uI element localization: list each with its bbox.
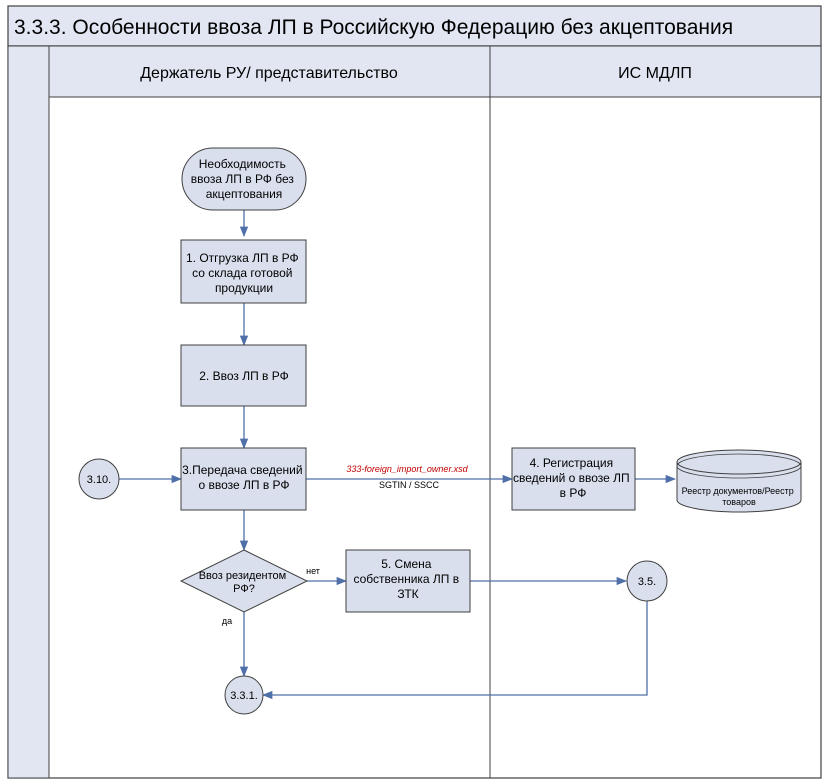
- pool-side-band: [7, 45, 50, 779]
- step4-line-2: сведений о ввозе ЛП: [513, 471, 630, 485]
- decision-diamond: [179, 549, 309, 613]
- lane-title-right: ИС МДЛП: [618, 65, 692, 82]
- step1-text: 1. Отгрузка ЛП в РФ со склада готовой пр…: [186, 251, 302, 295]
- ref-3-10-circle: [78, 458, 120, 500]
- step1-line-2: со склада готовой: [192, 266, 292, 280]
- step5-line-1: 5. Смена: [381, 557, 432, 571]
- step5-box: [345, 549, 471, 613]
- edge-ref35-ref331: [261, 601, 648, 700]
- decision-line-1: Ввоз резидентом: [199, 570, 287, 582]
- step3-line-1: 3.Передача сведений: [182, 463, 302, 477]
- decision-no-label: нет: [306, 566, 320, 576]
- start-line-1: Необходимость: [199, 157, 286, 171]
- step1-box: [180, 239, 307, 304]
- step4-line-3: в РФ: [560, 486, 587, 500]
- start-node-text: Необходимость ввоза ЛП в РФ без акцептов…: [191, 157, 298, 201]
- step1-line-1: 1. Отгрузка ЛП в РФ: [186, 251, 299, 265]
- ref-3-5-label: 3.5.: [638, 576, 656, 588]
- start-line-3: акцептования: [206, 187, 283, 201]
- pool-outline: [7, 45, 822, 779]
- step3-text: 3.Передача сведений о ввозе ЛП в РФ: [182, 463, 306, 492]
- ref-3-3-1-circle: [224, 675, 264, 715]
- step5-line-2: собственника ЛП в: [354, 572, 460, 586]
- lane-title-left: Держатель РУ/ представительство: [140, 65, 398, 82]
- step1-line-3: продукции: [215, 281, 273, 295]
- decision-yes-label: да: [222, 616, 232, 626]
- step5-text: 5. Смена собственника ЛП в ЗТК: [354, 557, 463, 601]
- step2-line-1: 2. Ввоз ЛП в РФ: [199, 369, 289, 383]
- ref-3-3-1-label: 3.3.1.: [230, 690, 258, 702]
- step4-box: [511, 447, 636, 511]
- diagram-title: 3.3.3. Особенности ввоза ЛП в Российскую…: [14, 16, 733, 39]
- registry-text: Реестр документов/Реестр товаров: [682, 486, 797, 507]
- title-bar: [7, 5, 822, 47]
- lane-header-right: [489, 45, 822, 98]
- sgtin-label: SGTIN / SSCC: [379, 480, 440, 490]
- step2-box: [180, 344, 307, 407]
- lane-header-left: [48, 45, 491, 98]
- start-node: [181, 147, 307, 211]
- step4-text: 4. Регистрация сведений о ввозе ЛП в РФ: [513, 456, 633, 500]
- registry-database-icon: [676, 449, 802, 513]
- xsd-file-label: 333-foreign_import_owner.xsd: [346, 464, 468, 474]
- step2-text: 2. Ввоз ЛП в РФ: [199, 369, 289, 383]
- decision-line-2: РФ?: [233, 583, 255, 595]
- ref-3-5-circle: [626, 560, 668, 602]
- decision-text: Ввоз резидентом РФ?: [199, 570, 290, 595]
- ref-3-10-label: 3.10.: [87, 474, 111, 486]
- start-line-2: ввоза ЛП в РФ без: [191, 172, 295, 186]
- registry-line-1: Реестр документов/Реестр: [682, 486, 794, 496]
- registry-line-2: товаров: [722, 497, 756, 507]
- step5-line-3: ЗТК: [397, 587, 418, 601]
- step3-box: [180, 447, 307, 511]
- step4-line-1: 4. Регистрация: [530, 456, 614, 470]
- step3-line-2: о ввозе ЛП в РФ: [198, 478, 289, 492]
